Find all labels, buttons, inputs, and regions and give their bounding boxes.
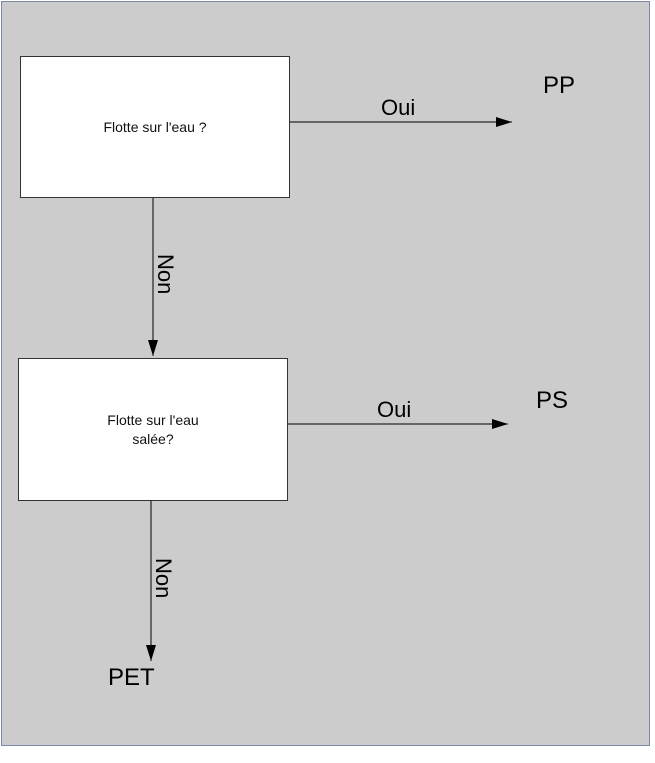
edge-label-no-1: Non bbox=[153, 254, 178, 295]
decision-text-line1: Flotte sur l'eau bbox=[107, 411, 199, 428]
edge-label-yes-2: Oui bbox=[377, 397, 412, 422]
decision-text-line2: salée? bbox=[132, 430, 174, 447]
decision-text-floats: Flotte sur l'eau ? bbox=[103, 118, 207, 135]
edge-label-yes-1: Oui bbox=[381, 95, 416, 120]
result-pet: PET bbox=[108, 664, 155, 691]
edge-label-no-2: Non bbox=[151, 558, 176, 599]
decision-box-floats-salt: Flotte sur l'eau salée? bbox=[18, 358, 288, 501]
decision-box-floats: Flotte sur l'eau ? bbox=[20, 56, 290, 198]
result-pp: PP bbox=[543, 72, 576, 99]
result-ps: PS bbox=[536, 387, 569, 414]
